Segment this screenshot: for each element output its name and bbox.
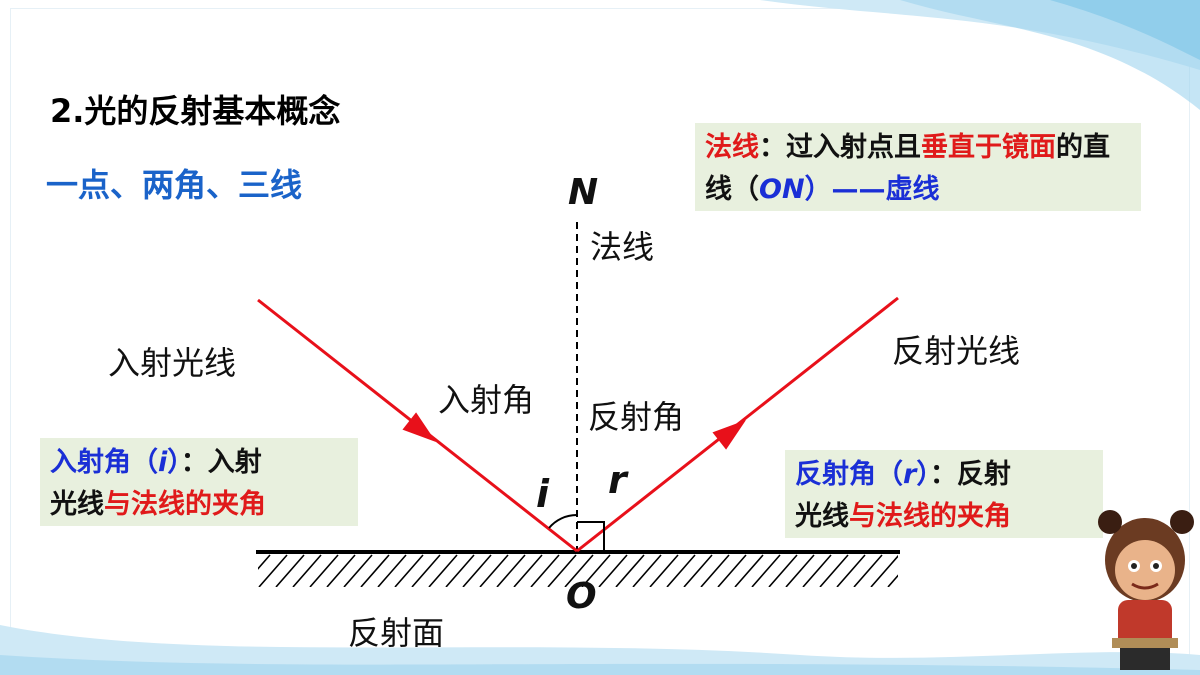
incident-symbol: i [158, 447, 168, 478]
cartoon-character-illustration [1098, 510, 1194, 670]
hatch-line [309, 554, 339, 587]
normal-emphasis: 垂直于镜面 [921, 132, 1056, 163]
hatch-line [360, 554, 390, 587]
incident-angle-definition-box: 入射角（i）：入射光线与法线的夹角 [40, 438, 358, 526]
slide-frame [10, 8, 1190, 666]
hatch-line [411, 554, 441, 587]
hatch-line [581, 554, 611, 587]
reflect-term: 反射角（ [795, 459, 903, 490]
normal-symbol: ON [759, 174, 805, 205]
hatch-line [513, 554, 543, 587]
hatch-line [615, 554, 645, 587]
label-incident-ray: 入射光线 [108, 344, 237, 382]
hatch-line [479, 554, 509, 587]
hatch-line [734, 554, 764, 587]
label-normal: 法线 [590, 228, 655, 266]
hatch-line [462, 554, 492, 587]
hatch-line [785, 554, 815, 587]
hatch-line [598, 554, 628, 587]
hatch-line [394, 554, 424, 587]
top-wave-decoration [760, 0, 1200, 110]
hatch-line [547, 554, 577, 587]
hatch-line [751, 554, 781, 587]
incident-line2-black: 光线 [50, 489, 104, 520]
hatch-line [258, 554, 271, 570]
hatch-line [870, 554, 898, 587]
hatch-line [326, 554, 356, 587]
hatch-line [632, 554, 662, 587]
mirror-hatching [258, 554, 898, 587]
hatch-line [428, 554, 458, 587]
reflect-line2-black: 光线 [795, 501, 849, 532]
incident-colon: ：入射 [180, 447, 262, 478]
hatch-line [717, 554, 747, 587]
reflect-symbol: r [903, 459, 917, 490]
normal-definition-box: 法线：过入射点且垂直于镜面的直线（ON）——虚线 [695, 123, 1141, 211]
normal-colon: ：过入射点且 [759, 132, 921, 163]
hatch-line [836, 554, 866, 587]
hatch-line [683, 554, 713, 587]
hatch-line [564, 554, 594, 587]
incident-term: 入射角（ [50, 447, 158, 478]
label-O: O [566, 576, 597, 617]
hatch-line [853, 554, 883, 587]
hatch-line [496, 554, 526, 587]
page-title: 2.光的反射基本概念 [50, 92, 341, 130]
normal-term: 法线 [705, 132, 759, 163]
hatch-line [802, 554, 832, 587]
hatch-line [819, 554, 849, 587]
label-r: r [608, 458, 627, 502]
label-N: N [568, 172, 599, 213]
hatch-line [887, 574, 898, 587]
label-reflecting-surface: 反射面 [348, 614, 445, 652]
label-i: i [536, 472, 550, 516]
incident-line2-red: 与法线的夹角 [104, 489, 266, 520]
normal-tail: 虚线 [885, 174, 940, 205]
normal-rest: 的直线（ [705, 132, 1110, 205]
hatch-line [292, 554, 322, 587]
label-reflection-angle: 反射角 [588, 398, 685, 436]
hatch-line [649, 554, 679, 587]
bottom-wave-decoration [0, 625, 1200, 675]
reflect-close: ） [916, 459, 930, 490]
subtitle: 一点、两角、三线 [46, 166, 303, 204]
reflection-angle-definition-box: 反射角（r）：反射光线与法线的夹角 [785, 450, 1103, 538]
reflect-colon: ：反射 [929, 459, 1011, 490]
hatch-line [666, 554, 696, 587]
reflection-angle-marker [577, 521, 605, 551]
hatch-line [258, 554, 288, 587]
label-reflected-ray: 反射光线 [892, 332, 1021, 370]
normal-close: ）—— [804, 174, 886, 205]
hatch-line [377, 554, 407, 587]
hatch-line [445, 554, 475, 587]
hatch-line [343, 554, 373, 587]
reflected-arrowhead [712, 420, 746, 450]
reflect-line2-red: 与法线的夹角 [849, 501, 1011, 532]
hatch-line [700, 554, 730, 587]
hatch-line [768, 554, 798, 587]
hatch-line [275, 554, 305, 587]
incident-arrowhead [402, 412, 436, 442]
incident-angle-arc [548, 513, 578, 529]
incident-close: ） [167, 447, 181, 478]
hatch-line [530, 554, 560, 587]
label-incident-angle: 入射角 [438, 381, 535, 419]
